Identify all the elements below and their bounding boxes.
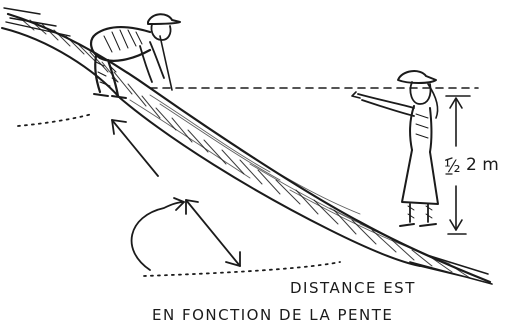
curved-angle-arrow: [130, 197, 185, 271]
crouching-surveyor-figure: [90, 13, 181, 99]
caption-line-2: EN FONCTION DE LA PENTE: [152, 306, 393, 324]
ground-dotted-line-left: [17, 113, 93, 127]
height-value-label: 2 m: [466, 155, 499, 175]
caption-line-1: DISTANCE EST: [290, 279, 416, 297]
pointer-arrow-up: [111, 119, 159, 177]
diagonal-double-arrow: [185, 199, 241, 267]
height-dimension-line: [445, 95, 471, 235]
standing-person-figure: [351, 70, 439, 227]
height-fraction-label: ½: [444, 157, 460, 177]
slope-ground: [1, 7, 493, 285]
ground-dotted-line-bottom: [143, 261, 341, 277]
